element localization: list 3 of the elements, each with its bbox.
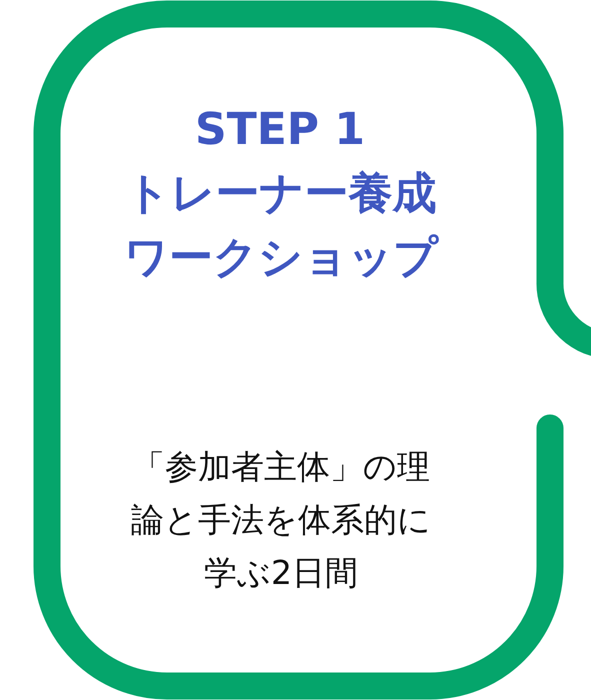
card-description: 「参加者主体」の理論と手法を体系的に学ぶ2日間 <box>130 446 432 594</box>
step-label: STEP 1 <box>194 103 366 157</box>
card-title: トレーナー養成ワークショップ <box>123 167 440 285</box>
